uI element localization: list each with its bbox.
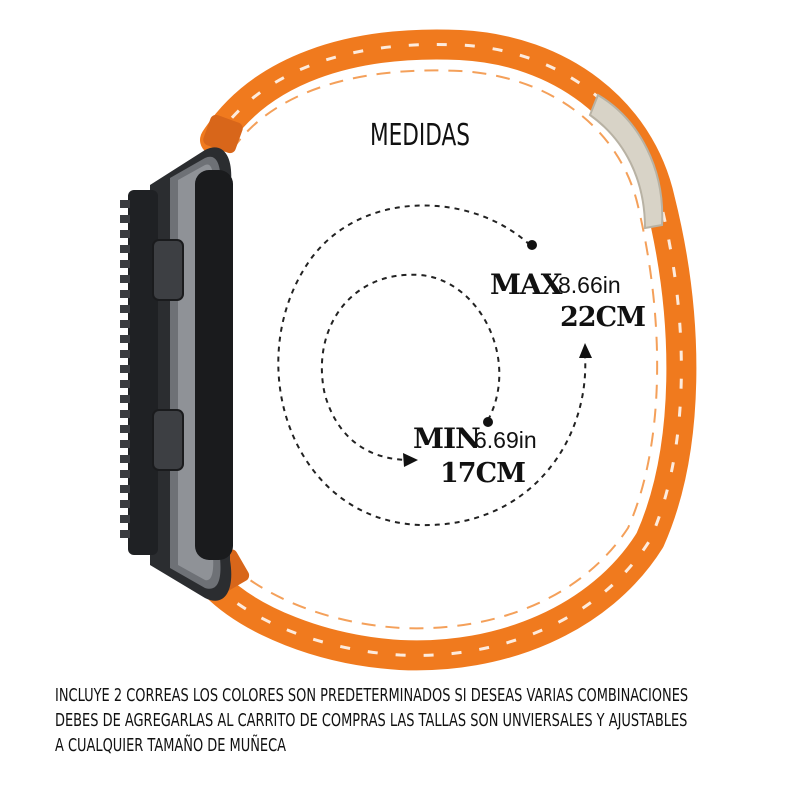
top-button <box>152 239 184 301</box>
page-title: MEDIDAS <box>369 118 471 153</box>
min-cm: 17CM <box>440 458 526 489</box>
footer-line-3: A CUALQUIER TAMAÑO DE MUÑECA <box>55 735 287 756</box>
min-arc <box>320 273 501 461</box>
buckle <box>588 93 664 230</box>
max-arc <box>277 204 587 527</box>
bezel-teeth <box>120 200 130 538</box>
strap-lug-top <box>203 114 243 154</box>
max-arrowhead <box>579 343 592 358</box>
orange-strap <box>200 29 697 671</box>
footer-line-1: INCLUYE 2 CORREAS LOS COLORES SON PREDET… <box>55 685 689 706</box>
footer-line-2: DEBES DE AGREGARLAS AL CARRITO DE COMPRA… <box>55 710 688 731</box>
max-cm: 22CM <box>560 302 646 333</box>
max-arc-start-dot <box>527 240 537 250</box>
min-inches: 6.69in <box>474 427 537 453</box>
watch-case <box>120 147 233 601</box>
max-label: MAX <box>490 268 562 301</box>
bottom-button <box>152 409 184 471</box>
max-inches: 8.66in <box>558 272 621 298</box>
min-arrowhead <box>403 453 418 467</box>
footer-note: INCLUYE 2 CORREAS LOS COLORES SON PREDET… <box>55 683 775 758</box>
min-label: MIN <box>413 422 481 455</box>
min-arc-start-dot <box>483 417 493 427</box>
